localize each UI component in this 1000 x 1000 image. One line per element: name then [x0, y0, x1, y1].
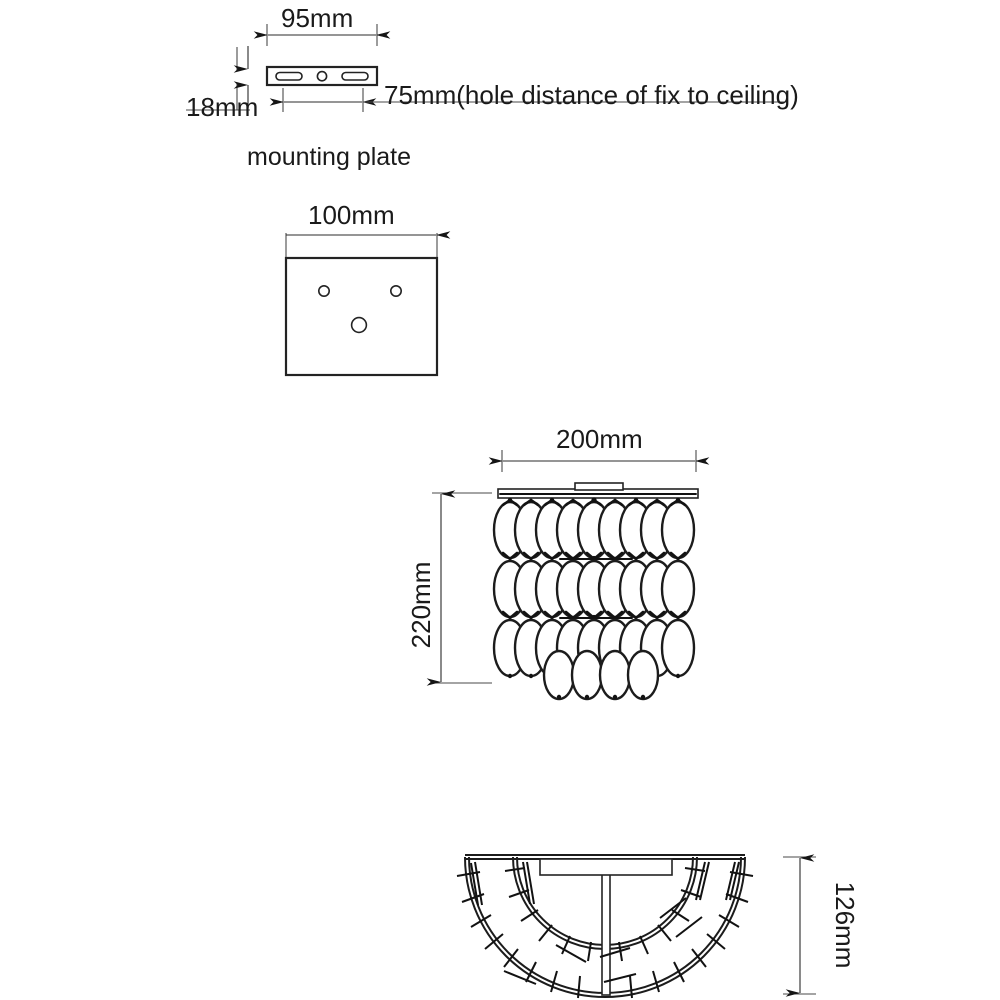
crystal-connectors-top — [501, 497, 687, 507]
crystal — [660, 500, 696, 560]
dimension-200mm — [488, 450, 710, 472]
crystal-drop — [598, 649, 632, 701]
dimension-label-100mm: 100mm — [308, 200, 395, 230]
plan-center-spine — [601, 861, 611, 996]
back-plate-hole-right — [389, 284, 402, 297]
dimension-75mm — [269, 88, 788, 112]
crystal-row-2 — [492, 559, 696, 619]
mounting-plate-body — [265, 65, 379, 87]
dimension-label-75mm: 75mm(hole distance of fix to ceiling) — [384, 80, 799, 110]
crystal-drop — [570, 649, 604, 701]
crystal-drop — [542, 649, 576, 701]
dimension-label-126mm: 126mm — [830, 882, 860, 969]
plan-mounting-plate — [539, 858, 673, 876]
plan-struts — [470, 861, 740, 985]
dimension-18mm — [186, 46, 250, 111]
back-plate-hole-center — [350, 316, 368, 334]
crystal-junction-band-1 — [501, 551, 687, 563]
crystal-row-1 — [492, 500, 696, 560]
crystal — [660, 559, 696, 619]
dimension-label-18mm: 18mm — [186, 92, 258, 122]
mounting-plate-label: mounting plate — [247, 143, 411, 171]
view-mounting-plate — [186, 24, 788, 112]
fixture-top-bar — [497, 482, 699, 499]
crystal — [660, 618, 696, 678]
back-plate-body — [284, 256, 439, 377]
crystal-junction-band-2 — [501, 610, 687, 622]
crystal-drop-row — [542, 649, 660, 701]
view-back-plate — [284, 231, 451, 377]
back-plate-hole-left — [317, 284, 330, 297]
plan-inner-ticks — [504, 867, 706, 962]
crystal-drop — [626, 649, 660, 701]
view-plan-top — [456, 854, 816, 999]
dimension-100mm — [285, 231, 451, 258]
dimension-label-95mm: 95mm — [281, 3, 353, 33]
dimension-label-220mm: 220mm — [406, 562, 436, 649]
dimension-label-200mm: 200mm — [556, 424, 643, 454]
dimension-95mm — [253, 24, 391, 46]
dimension-126mm — [783, 854, 816, 997]
dimension-220mm — [426, 490, 492, 686]
view-front-elevation — [426, 450, 710, 701]
